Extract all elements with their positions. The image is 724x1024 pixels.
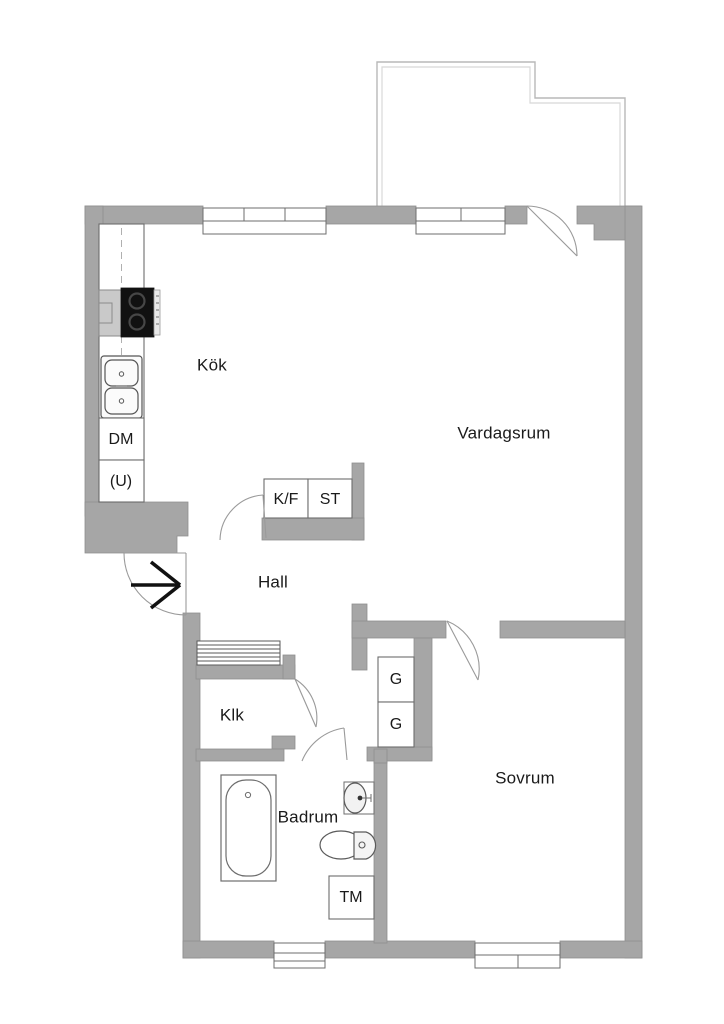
balcony-outline: [376, 61, 626, 212]
washing-machine-box: [328, 875, 375, 920]
fridge-freezer-box: [263, 478, 309, 519]
badrum-door: [301, 727, 348, 762]
pantry-label: ST: [320, 491, 341, 508]
washing-machine-unit: TM: [328, 875, 375, 920]
window-top-right: [415, 207, 506, 235]
kitchen-storage-run: K/F ST: [263, 478, 353, 519]
wardrobe-lower-label: G: [390, 716, 402, 733]
bathtub-icon: [220, 774, 277, 882]
undercounter-label: (U): [110, 473, 132, 490]
double-sink-icon: [100, 355, 143, 419]
entrance-door: [123, 552, 187, 616]
fridge-freezer-label: K/F: [274, 491, 299, 508]
window-top-left: [202, 207, 327, 235]
klk-door: [294, 678, 318, 728]
pantry-box: [307, 478, 353, 519]
room-label-klk: Klk: [220, 705, 245, 724]
dishwasher-unit: DM: [98, 417, 145, 461]
window-bottom-right: [474, 942, 561, 969]
dishwasher-label: DM: [109, 431, 134, 448]
washing-machine-label: TM: [339, 889, 362, 906]
balcony-door: [526, 205, 578, 257]
room-label-badrum: Badrum: [278, 807, 339, 826]
kitchen-hall-door: [219, 494, 267, 541]
wardrobe-upper-label: G: [390, 671, 402, 688]
stove-icon: [120, 287, 161, 338]
wardrobe-run: G G: [377, 656, 415, 748]
wardrobe-lower-box: [377, 701, 415, 748]
room-label-sovrum: Sovrum: [495, 768, 555, 787]
toilet-icon: [319, 830, 377, 860]
window-bottom-left: [273, 942, 326, 969]
dishwasher-box: [98, 417, 145, 461]
radiator-icon: [196, 640, 281, 666]
sovrum-door: [446, 620, 480, 681]
undercounter-box: [98, 459, 145, 503]
entry-direction-arrow: [131, 560, 182, 610]
room-label-kok: Kök: [197, 355, 227, 374]
washbasin-icon: [343, 781, 375, 815]
undercounter-unit: (U): [98, 459, 145, 503]
room-label-vardagsrum: Vardagsrum: [457, 423, 550, 442]
room-label-hall: Hall: [258, 572, 288, 591]
kitchen-counter: DM (U): [98, 223, 161, 503]
